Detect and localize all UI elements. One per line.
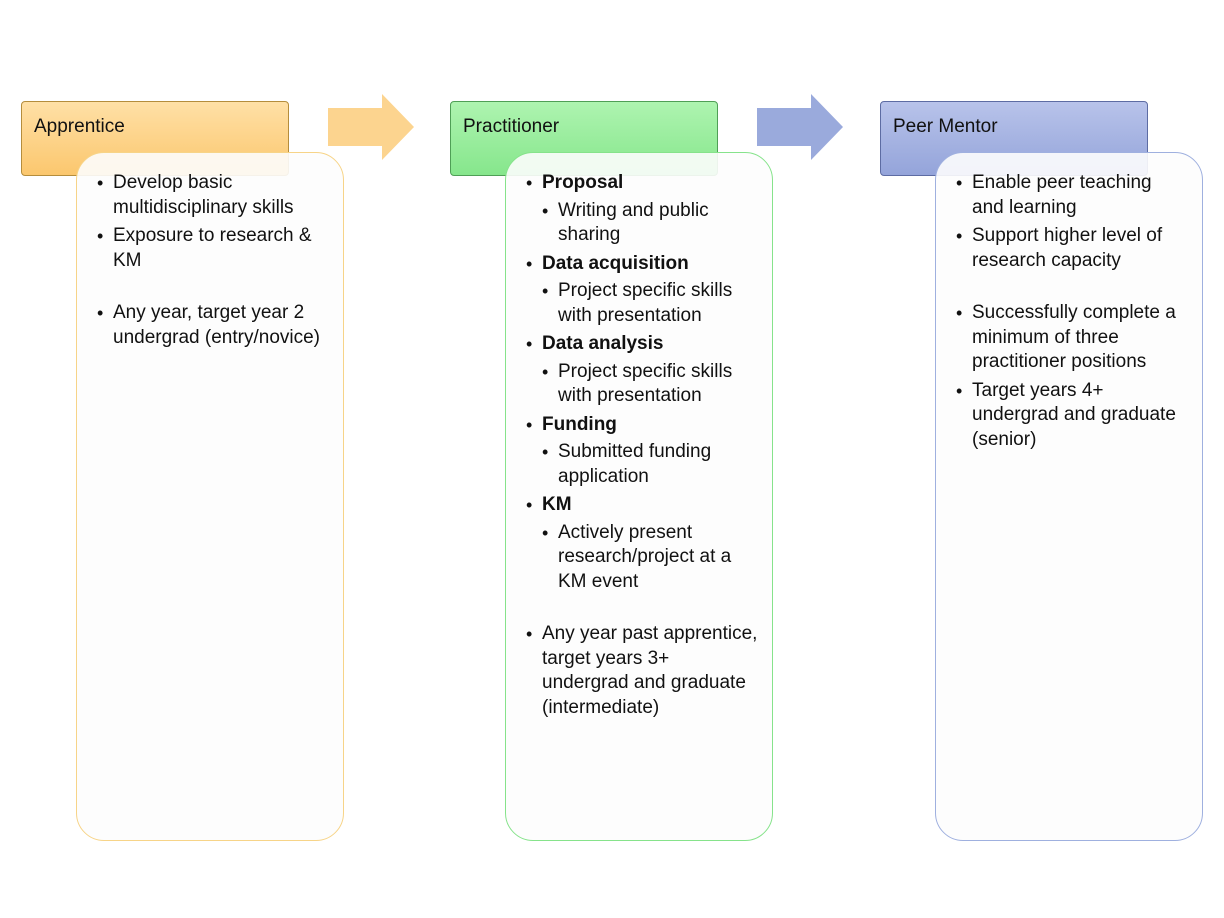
apprentice-title: Apprentice [34,116,125,137]
practitioner-item-detail: Project specific skills with presentatio… [542,360,758,409]
practitioner-note: Any year past apprentice, target years 3… [526,622,758,720]
practitioner-card: Proposal Writing and public sharing Data… [505,152,773,841]
practitioner-item: KM Actively present research/project at … [526,493,758,594]
practitioner-item-heading: Data acquisition [542,252,689,274]
peer-mentor-item: Target years 4+ undergrad and graduate (… [956,379,1188,453]
apprentice-item: Develop basic multidisciplinary skills [97,171,329,220]
practitioner-item-detail: Project specific skills with presentatio… [542,279,758,328]
practitioner-item-heading: Funding [542,413,617,435]
apprentice-card: Develop basic multidisciplinary skills E… [76,152,344,841]
practitioner-item: Funding Submitted funding application [526,413,758,490]
practitioner-item-detail: Submitted funding application [542,440,758,489]
apprentice-list: Develop basic multidisciplinary skills E… [97,171,329,350]
practitioner-item-heading: Proposal [542,172,624,193]
practitioner-item-detail: Actively present research/project at a K… [542,521,758,595]
practitioner-list: Proposal Writing and public sharing Data… [526,171,758,720]
practitioner-title: Practitioner [463,116,560,137]
peer-mentor-title: Peer Mentor [893,116,998,137]
practitioner-item-heading: KM [542,494,572,515]
arrow-right-icon [757,94,843,160]
practitioner-item: Data acquisition Project specific skills… [526,252,758,329]
apprentice-item: Any year, target year 2 undergrad (entry… [97,301,329,350]
practitioner-item: Data analysis Project specific skills wi… [526,332,758,409]
practitioner-item: Proposal Writing and public sharing [526,171,758,248]
peer-mentor-list: Enable peer teaching and learning Suppor… [956,171,1188,452]
peer-mentor-item: Support higher level of research capacit… [956,224,1188,273]
peer-mentor-item: Successfully complete a minimum of three… [956,301,1188,375]
practitioner-item-detail: Writing and public sharing [542,199,758,248]
peer-mentor-item: Enable peer teaching and learning [956,171,1188,220]
apprentice-item: Exposure to research & KM [97,224,329,273]
arrow-right-icon [328,94,414,160]
peer-mentor-card: Enable peer teaching and learning Suppor… [935,152,1203,841]
practitioner-item-heading: Data analysis [542,333,664,354]
